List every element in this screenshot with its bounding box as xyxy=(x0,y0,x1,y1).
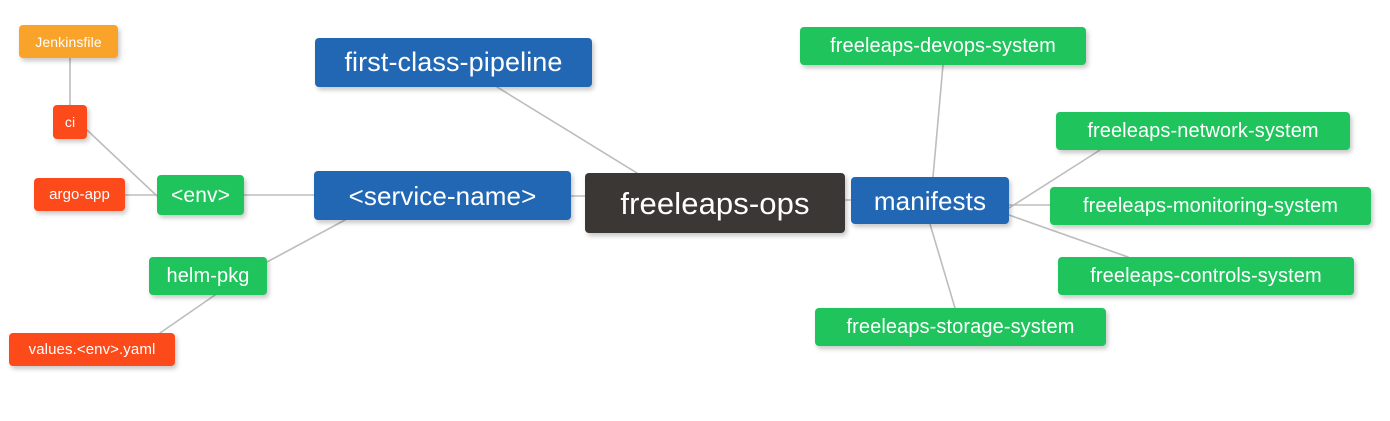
node-label: freeleaps-ops xyxy=(620,185,810,221)
node-label: freeleaps-network-system xyxy=(1087,120,1319,142)
node-env[interactable]: <env> xyxy=(157,175,244,215)
node-values-env-yaml[interactable]: values.<env>.yaml xyxy=(9,333,175,366)
node-freeleaps-storage-system[interactable]: freeleaps-storage-system xyxy=(815,308,1106,346)
edge-manifests-to-freeleaps-storage-system xyxy=(929,223,956,309)
node-label: freeleaps-storage-system xyxy=(846,316,1075,338)
node-label: helm-pkg xyxy=(166,265,250,287)
node-label: ci xyxy=(64,114,76,130)
node-manifests[interactable]: manifests xyxy=(851,177,1009,224)
node-label: freeleaps-controls-system xyxy=(1090,265,1322,287)
node-helm-pkg[interactable]: helm-pkg xyxy=(149,257,267,295)
node-label: freeleaps-monitoring-system xyxy=(1082,195,1338,217)
node-label: values.<env>.yaml xyxy=(28,341,156,358)
node-freeleaps-controls-system[interactable]: freeleaps-controls-system xyxy=(1058,257,1354,295)
node-label: manifests xyxy=(873,185,987,216)
node-label: <service-name> xyxy=(348,180,537,211)
node-label: <env> xyxy=(171,183,230,207)
node-freeleaps-devops-system[interactable]: freeleaps-devops-system xyxy=(800,27,1086,65)
node-freeleaps-ops[interactable]: freeleaps-ops xyxy=(585,173,845,233)
edge-values-env-yaml-to-helm-pkg xyxy=(159,294,216,334)
node-label: argo-app xyxy=(49,186,110,203)
node-argo-app[interactable]: argo-app xyxy=(34,178,125,211)
node-ci[interactable]: ci xyxy=(53,105,87,139)
node-label: Jenkinsfile xyxy=(35,33,102,50)
node-freeleaps-network-system[interactable]: freeleaps-network-system xyxy=(1056,112,1350,150)
edge-first-class-pipeline-to-freeleaps-ops xyxy=(496,86,638,174)
node-label: freeleaps-devops-system xyxy=(830,35,1056,57)
node-jenkinsfile[interactable]: Jenkinsfile xyxy=(19,25,118,58)
edge-helm-pkg-to-service-name xyxy=(266,219,346,263)
node-first-class-pipeline[interactable]: first-class-pipeline xyxy=(315,38,592,87)
node-service-name[interactable]: <service-name> xyxy=(314,171,571,220)
node-freeleaps-monitoring-system[interactable]: freeleaps-monitoring-system xyxy=(1050,187,1371,225)
node-label: first-class-pipeline xyxy=(344,47,563,77)
edge-manifests-to-freeleaps-devops-system xyxy=(932,64,944,178)
